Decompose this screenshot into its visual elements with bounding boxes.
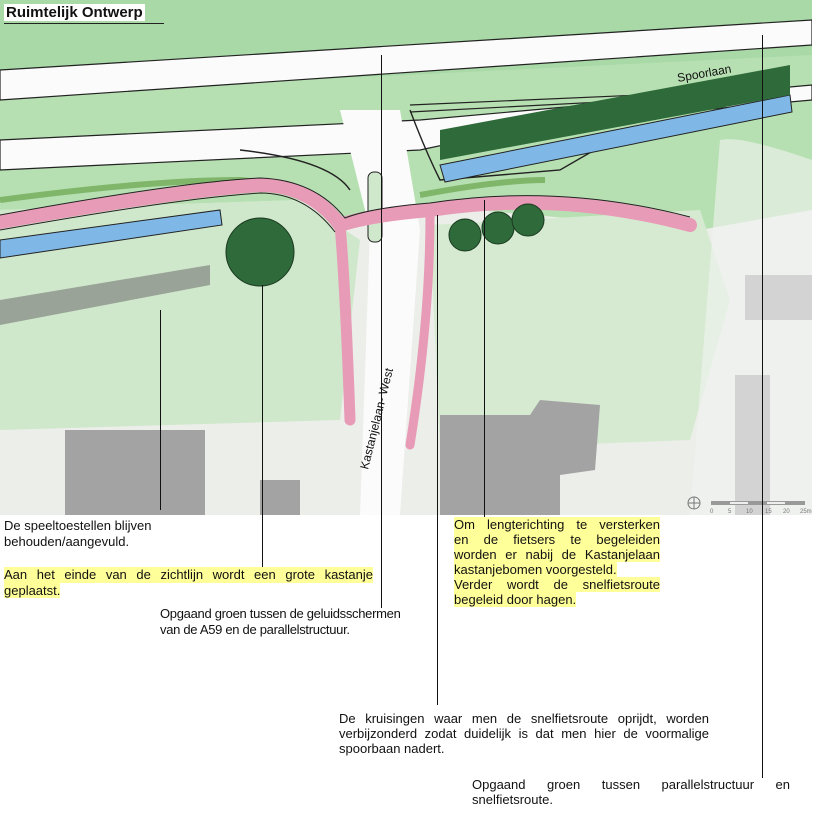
tree: [481, 211, 515, 245]
road-a59: [0, 19, 812, 101]
tree: [511, 203, 545, 237]
annotation-line: Verder wordt de snelfietsroute: [454, 577, 660, 592]
cycle-route: [0, 177, 697, 450]
annotation-kruisingen: De kruisingen waar men de snelfietsroute…: [339, 711, 709, 756]
annotation-line: en de fietsers te begeleiden: [454, 532, 660, 547]
canal-left: [0, 209, 223, 259]
annotation-line: kastanjebomen voorgesteld.: [454, 562, 617, 577]
scale-bar: 0 5 10 15 20 25m: [710, 501, 812, 515]
title-underline: [4, 23, 164, 24]
svg-text:5: 5: [728, 509, 732, 515]
svg-text:25m: 25m: [800, 509, 812, 515]
annotation-line: Opgaand groen tussen de geluidsschermen: [160, 606, 401, 621]
annotation-line: geplaatst.: [4, 582, 61, 598]
leader-line-geluidsschermen: [381, 55, 382, 608]
annotation-line: De kruisingen waar men de snelfietsroute…: [339, 711, 709, 726]
page-title: Ruimtelijk Ontwerp: [4, 4, 145, 21]
annotation-kastanje: Aan het einde van de zichtlijn wordt een…: [4, 567, 373, 598]
svg-text:10: 10: [746, 509, 753, 515]
annotation-geluidsschermen: Opgaand groen tussen de geluidsschermen …: [160, 606, 401, 637]
hedge-left: [0, 265, 210, 325]
leader-line-speeltoestellen: [160, 310, 161, 510]
green-zone-right: [430, 210, 730, 450]
annotation-line: snelfietsroute.: [472, 792, 553, 807]
tree-kastanje: [225, 217, 295, 287]
leader-line-lengterichting: [484, 200, 485, 518]
svg-text:15: 15: [765, 509, 772, 515]
hedge-right: [440, 65, 790, 160]
annotation-line: De speeltoestellen blijven: [4, 518, 152, 533]
annotation-line: Om lengterichting te versterken: [454, 517, 660, 532]
svg-text:20: 20: [783, 509, 790, 515]
site-plan-map: Spoorlaan Kastanjelaan- West 0 5 10 15 2…: [0, 0, 812, 515]
annotation-line: verbijzonderd zodat duidelijk is dat men…: [339, 726, 709, 741]
leader-line-kruisingen: [437, 215, 438, 705]
svg-text:0: 0: [710, 509, 714, 515]
canal-right: [439, 94, 793, 183]
annotation-line: Aan het einde van de zichtlijn wordt een…: [4, 567, 373, 583]
annotation-parallelstructuur: Opgaand groen tussen parallelstructuur e…: [472, 777, 790, 807]
annotation-lengterichting: Om lengterichting te versterken en de fi…: [454, 517, 660, 607]
annotation-line: worden er nabij de Kastanjelaan: [454, 547, 660, 562]
annotation-line: Opgaand groen tussen parallelstructuur e…: [472, 777, 790, 792]
leader-line-kastanje: [262, 285, 263, 568]
annotation-line: spoorbaan nadert.: [339, 741, 445, 756]
annotation-line: van de A59 en de parallelstructuur.: [160, 621, 350, 637]
annotation-line: begeleid door hagen.: [454, 592, 577, 607]
leader-line-parallelstructuur: [762, 35, 763, 778]
annotation-speeltoestellen: De speeltoestellen blijven behouden/aang…: [4, 518, 151, 549]
tree: [448, 218, 482, 252]
north-arrow-icon: [687, 496, 701, 510]
annotation-line: behouden/aangevuld.: [4, 533, 130, 549]
